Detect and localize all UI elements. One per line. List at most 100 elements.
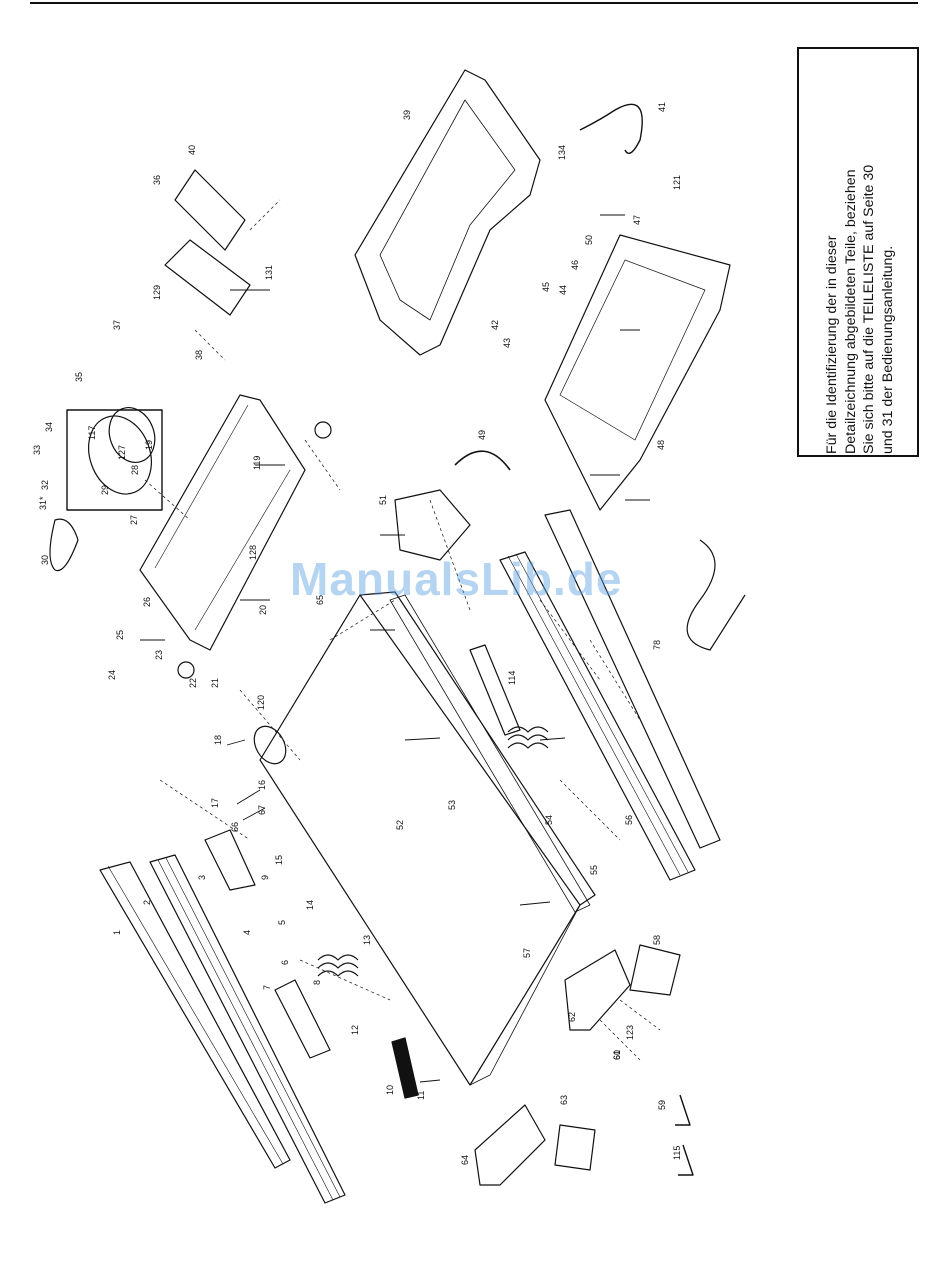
- part-label-22: 22: [188, 678, 198, 688]
- part-label-29: 29: [100, 485, 110, 495]
- part-label-114: 114: [507, 671, 517, 685]
- upright-frame: [139, 394, 306, 651]
- part-label-78: 78: [652, 640, 662, 650]
- part-label-65: 65: [315, 595, 325, 605]
- rail-extrusion-right: [389, 594, 591, 913]
- note-line: Sie sich bitte auf die TEILELISTE auf Se…: [861, 164, 877, 454]
- part-label-123: 123: [625, 1025, 635, 1040]
- end-cap-left: [474, 1104, 546, 1186]
- part-label-5: 5: [277, 920, 287, 925]
- note-line: und 31 der Bedienungsanleitung.: [879, 245, 896, 454]
- motor-hood-front: [394, 489, 471, 561]
- part-label-62: 62: [567, 1012, 577, 1022]
- part-label-41: 41: [657, 102, 667, 112]
- part-label-40: 40: [187, 145, 197, 155]
- part-label-12: 12: [350, 1025, 360, 1035]
- part-label-45: 45: [541, 282, 551, 292]
- part-label-54: 54: [544, 815, 554, 825]
- part-label-8: 8: [312, 980, 322, 985]
- part-label-134: 134: [557, 145, 567, 160]
- part-label-28: 28: [130, 465, 140, 475]
- part-label-31star: 31*: [38, 496, 48, 510]
- part-label-18: 18: [213, 735, 223, 745]
- part-label-36: 36: [152, 175, 162, 185]
- foot-rail-guard-7: [274, 979, 331, 1059]
- part-label-13: 13: [362, 935, 372, 945]
- reference-note-text: Für die Identifizierung der in dieser De…: [823, 54, 897, 454]
- part-label-37: 37: [112, 320, 122, 330]
- part-label-50: 50: [584, 235, 594, 245]
- part-label-26: 26: [142, 597, 152, 607]
- part-label-25: 25: [115, 630, 125, 640]
- part-label-42: 42: [490, 320, 500, 330]
- side-rail-right-outer: [544, 509, 721, 849]
- part-label-32: 32: [40, 480, 50, 490]
- part-label-34: 34: [44, 422, 54, 432]
- part-label-52: 52: [395, 820, 405, 830]
- part-label-128: 128: [248, 545, 258, 560]
- end-cap-right: [564, 949, 631, 1031]
- part-label-10: 10: [385, 1085, 395, 1095]
- part-label-51: 51: [378, 495, 388, 505]
- motor-detail-box: [66, 409, 163, 511]
- part-label-127: 127: [117, 445, 127, 460]
- part-label-121: 121: [672, 175, 682, 190]
- part-label-21: 21: [210, 678, 220, 688]
- bracket-3: [204, 829, 256, 891]
- part-label-14: 14: [305, 900, 315, 910]
- rear-foot-left: [554, 1124, 596, 1171]
- part-label-63: 63: [559, 1095, 569, 1105]
- part-label-7: 7: [262, 985, 272, 990]
- long-cable: [686, 539, 746, 651]
- part-label-129: 129: [152, 285, 162, 300]
- part-label-56: 56: [624, 815, 634, 825]
- part-label-17: 17: [210, 798, 220, 808]
- part-label-1: 1: [112, 930, 122, 935]
- part-label-46: 46: [570, 260, 580, 270]
- part-label-48: 48: [656, 440, 666, 450]
- part-label-119: 119: [252, 456, 262, 470]
- part-label-115: 115: [672, 1146, 682, 1160]
- wire-harness: [454, 450, 511, 471]
- part-label-39: 39: [402, 110, 412, 120]
- motor-controller-housing: [544, 234, 731, 511]
- console-panel: [174, 169, 246, 251]
- part-label-27: 27: [129, 515, 139, 525]
- part-label-38: 38: [194, 350, 204, 360]
- part-label-131: 131: [264, 265, 274, 280]
- part-label-6: 6: [280, 960, 290, 965]
- watermark: ManualsLib.de: [290, 553, 623, 605]
- part-label-2: 2: [142, 900, 152, 905]
- part-label-35: 35: [74, 372, 84, 382]
- part-label-20: 20: [258, 605, 268, 615]
- part-label-55: 55: [589, 865, 599, 875]
- label-strip: [391, 1037, 419, 1099]
- part-label-44: 44: [558, 285, 568, 295]
- note-line: Detailzeichnung abgebildeten Teile, bezi…: [842, 169, 859, 455]
- part-label-16: 16: [257, 780, 267, 790]
- part-label-58: 58: [652, 935, 662, 945]
- spring-8: [317, 954, 359, 977]
- controller-board: [164, 239, 251, 316]
- part-label-117: 117: [87, 426, 97, 440]
- power-cord: [579, 103, 643, 154]
- hex-key-59: [675, 1094, 691, 1126]
- part-label-61: 61: [612, 1050, 622, 1060]
- note-line: Für die Identifizierung der in dieser: [824, 235, 840, 454]
- part-label-67: 67: [257, 805, 267, 815]
- part-label-120: 120: [256, 695, 266, 710]
- cushion-strip: [469, 644, 521, 736]
- part-label-59: 59: [657, 1100, 667, 1110]
- side-rail-left: [99, 861, 291, 1169]
- reference-note-box: Für die Identifizierung der in dieser De…: [797, 47, 919, 457]
- drive-belt: [49, 518, 79, 572]
- part-label-66: 66: [230, 822, 240, 832]
- spring-8b: [507, 726, 549, 749]
- rail-extrusion-left: [149, 854, 346, 1204]
- part-label-53: 53: [447, 800, 457, 810]
- part-label-47: 47: [632, 215, 642, 225]
- part-label-15: 15: [274, 855, 284, 865]
- hex-key-115: [678, 1144, 694, 1176]
